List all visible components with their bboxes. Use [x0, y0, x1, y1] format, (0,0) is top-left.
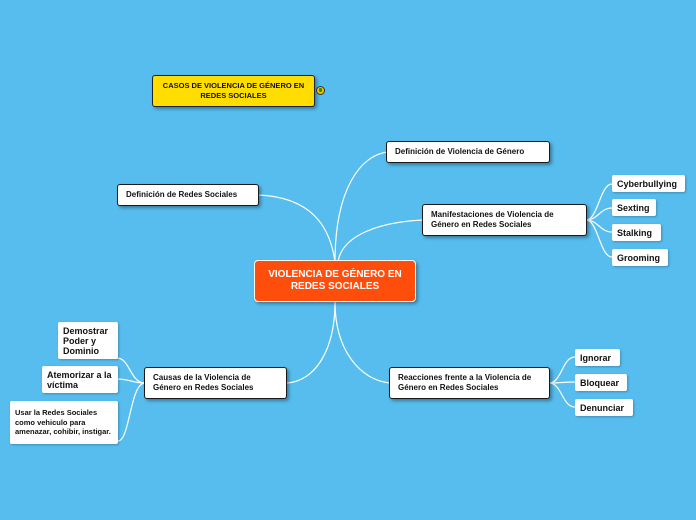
branch-definicion-violencia[interactable]: Definición de Violencia de Género	[386, 141, 550, 163]
central-topic[interactable]: VIOLENCIA DE GÉNERO EN REDES SOCIALES	[254, 260, 416, 302]
leaf-stalking[interactable]: Stalking	[612, 224, 661, 241]
leaf-cyberbullying[interactable]: Cyberbullying	[612, 175, 685, 192]
leaf-grooming[interactable]: Grooming	[612, 249, 668, 266]
leaf-bloquear[interactable]: Bloquear	[575, 374, 627, 391]
leaf-ignorar[interactable]: Ignorar	[575, 349, 620, 366]
leaf-sexting[interactable]: Sexting	[612, 199, 656, 216]
branch-reacciones[interactable]: Reacciones frente a la Violencia de Géne…	[389, 367, 550, 399]
title-box[interactable]: CASOS DE VIOLENCIA DE GÉNERO EN REDES SO…	[152, 75, 315, 107]
leaf-usar-redes[interactable]: Usar la Redes Sociales como vehiculo par…	[10, 401, 118, 444]
leaf-atemorizar[interactable]: Atemorizar a la víctima	[42, 366, 118, 393]
branch-manifestaciones[interactable]: Manifestaciones de Violencia de Género e…	[422, 204, 587, 236]
leaf-demostrar-poder[interactable]: Demostrar Poder y Dominio	[58, 322, 118, 359]
branch-definicion-redes[interactable]: Definición de Redes Sociales	[117, 184, 259, 206]
branch-causas[interactable]: Causas de la Violencia de Género en Rede…	[144, 367, 287, 399]
globe-icon	[316, 86, 325, 95]
leaf-denunciar[interactable]: Denunciar	[575, 399, 633, 416]
